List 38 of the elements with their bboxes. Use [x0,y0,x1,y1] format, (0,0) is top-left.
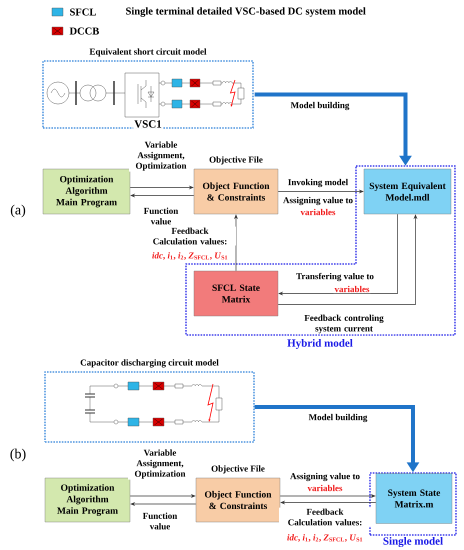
variable-name: variables [306,484,344,492]
variable-name: variables [334,284,370,294]
panel-label: (a) [9,204,27,218]
component-label: VSC1 [133,119,163,129]
edge-label: Feedback Calculation values: [279,508,371,526]
edge-label: Variable Assignment, Optimization [129,140,193,172]
edge-label: Variable Assignment, Optimization [128,448,192,480]
title: Single terminal detailed VSC-based DC system model [126,7,366,17]
process-box: System State Matrix.m [376,473,452,524]
box-caption: Objective File [210,156,263,164]
node-label: Hybrid model [287,339,353,349]
circuit-model-box: Capacitor discharging circuit model [44,359,255,443]
annotation: Assigning value to [282,196,354,206]
variable-list: idc, i$_{1}$, i$_{2}$, Z$_{SFCL}$, U$_{S1}$ [286,533,364,543]
process-box: Optimization Algorithm Main Program [42,168,130,214]
edge-label: Model building [308,412,368,424]
legend-label: DCCB [70,28,99,35]
edge-label: Function value [134,512,186,530]
node-label: Single model [383,536,443,548]
process-box: Optimization Algorithm Main Program [44,478,130,522]
variable-list: idc, i$_{1}$, i$_{2}$, Z$_{SFCL}$, U$_{S1}$ [150,251,230,261]
legend-label: SFCL [70,8,96,16]
edge-label: Feedback Calculation values: [144,226,236,246]
edge-label: Invoking model [286,178,350,188]
node-label: Equivalent short circuit model [90,48,206,56]
node-label: Capacitor discharging circuit model [80,359,219,368]
edge-label: Feedback controling system current [293,314,395,334]
process-box: SFCL State Matrix [194,270,278,316]
panel-label: (b) [8,448,28,462]
process-box: System Equivalent Model.mdl [364,168,452,214]
box-caption: Objective File [212,465,265,474]
edge-label: Transfering value to [295,272,375,282]
edge-label: Assigning value to [288,472,361,482]
process-box: Object Function & Constraints [194,168,278,214]
process-box: Object Function & Constraints [196,478,280,522]
edge-label: Model building [290,100,350,112]
edge-label: Function value [135,206,187,226]
variable-name: variables [300,208,336,216]
